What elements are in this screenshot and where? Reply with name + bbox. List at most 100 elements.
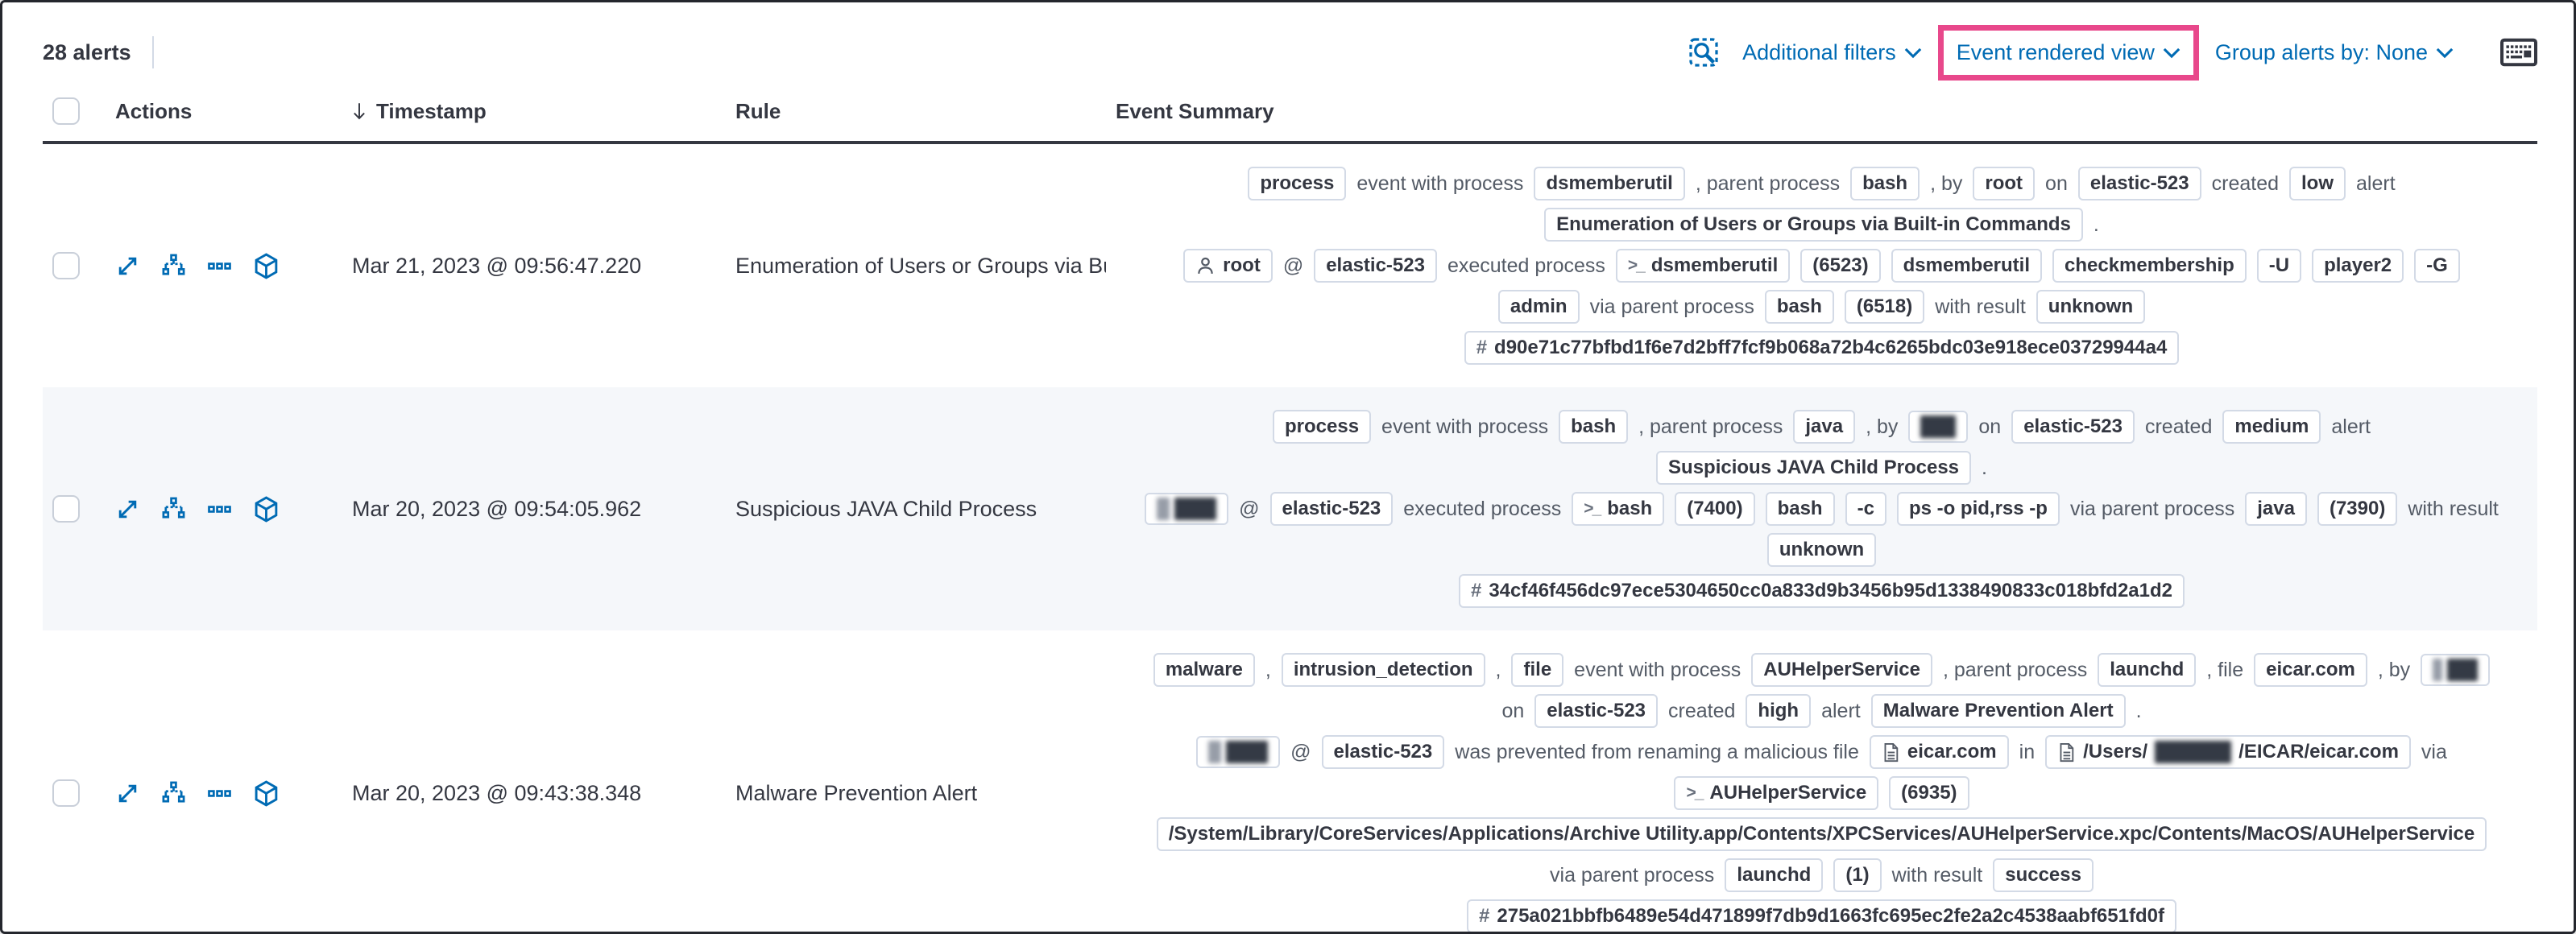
field-badge[interactable]: success	[1993, 858, 2094, 892]
summary-text: event with process	[1356, 172, 1524, 195]
event-summary-line: #34cf46f456dc97ece5304650cc0a833d9b3456b…	[1458, 574, 2185, 608]
field-badge[interactable]: admin	[1497, 290, 1580, 324]
row-checkbox[interactable]	[52, 252, 80, 279]
redacted-badge[interactable]	[1145, 493, 1229, 525]
field-badge[interactable]: elastic-523	[1534, 694, 1659, 728]
row-checkbox[interactable]	[52, 495, 80, 523]
field-badge[interactable]: AUHelperService	[1751, 653, 1932, 687]
field-badge[interactable]: (6935)	[1889, 776, 1969, 810]
field-badge[interactable]: elastic-523	[2011, 410, 2135, 444]
field-badge[interactable]: process	[1272, 410, 1372, 444]
field-badge[interactable]: #d90e71c77bfbd1f6e7d2bff7fcf9b068a72b4c6…	[1464, 331, 2180, 365]
visual-analyzer-icon[interactable]	[161, 781, 186, 806]
summary-text: on	[1501, 699, 1525, 722]
field-badge[interactable]: >_bash	[1572, 492, 1665, 526]
field-badge[interactable]: low	[2289, 167, 2346, 200]
field-badge[interactable]: high	[1746, 694, 1812, 728]
user-icon	[1195, 256, 1216, 276]
session-view-icon[interactable]	[253, 779, 280, 807]
summary-text: was prevented from renaming a malicious …	[1455, 740, 1859, 763]
field-badge[interactable]: Suspicious JAVA Child Process	[1656, 451, 1972, 485]
field-badge[interactable]: >_AUHelperService	[1674, 776, 1879, 810]
field-badge[interactable]: checkmembership	[2052, 249, 2247, 283]
summary-text: , by	[1866, 415, 1899, 438]
field-badge[interactable]: dsmemberutil	[1891, 249, 2042, 283]
event-summary-line: /System/Library/CoreServices/Application…	[1156, 817, 2487, 851]
more-actions-icon[interactable]	[207, 781, 232, 806]
field-badge[interactable]: bash	[1765, 492, 1835, 526]
field-badge[interactable]: Enumeration of Users or Groups via Built…	[1544, 208, 2083, 242]
field-badge[interactable]: #34cf46f456dc97ece5304650cc0a833d9b3456b…	[1458, 574, 2185, 608]
column-header-timestamp[interactable]: Timestamp	[341, 99, 719, 124]
field-badge[interactable]: unknown	[2036, 290, 2146, 324]
field-badge[interactable]: (1)	[1833, 858, 1882, 892]
field-badge[interactable]: bash	[1850, 167, 1920, 200]
field-badge[interactable]: file	[1511, 653, 1564, 687]
row-checkbox[interactable]	[52, 779, 80, 807]
redacted-badge[interactable]	[1196, 736, 1281, 768]
field-badge[interactable]: (7390)	[2317, 492, 2398, 526]
select-all-checkbox[interactable]	[52, 97, 80, 125]
field-badge[interactable]: elastic-523	[1269, 492, 1394, 526]
visual-analyzer-icon[interactable]	[161, 497, 186, 522]
field-badge[interactable]: eicar.com	[2254, 653, 2367, 687]
field-badge[interactable]: root	[1183, 249, 1273, 283]
badge-text-part: /Users/	[2083, 741, 2148, 762]
expand-alert-icon[interactable]	[115, 781, 140, 806]
field-badge[interactable]: elastic-523	[1314, 249, 1437, 283]
view-selector-button[interactable]: Event rendered view	[1957, 40, 2180, 65]
inspect-icon[interactable]	[1688, 36, 1720, 68]
summary-text: , parent process	[1942, 658, 2088, 681]
field-badge[interactable]: bash	[1764, 290, 1834, 324]
group-alerts-by-button[interactable]: Group alerts by: None	[2215, 40, 2454, 65]
field-badge[interactable]: player2	[2312, 249, 2404, 283]
summary-text: , file	[2206, 658, 2244, 681]
expand-alert-icon[interactable]	[115, 497, 140, 522]
field-badge[interactable]: /Users//EICAR/eicar.com	[2045, 735, 2411, 769]
field-badge[interactable]: root	[1973, 167, 2036, 200]
field-badge[interactable]: elastic-523	[2077, 167, 2201, 200]
redacted-block	[2433, 659, 2443, 681]
field-badge[interactable]: medium	[2222, 410, 2321, 444]
field-badge[interactable]: /System/Library/CoreServices/Application…	[1156, 817, 2487, 851]
field-badge[interactable]: >_dsmemberutil	[1615, 249, 1791, 283]
field-badge[interactable]: Malware Prevention Alert	[1870, 694, 2126, 728]
field-badge[interactable]: java	[1793, 410, 1856, 444]
field-badge[interactable]: (7400)	[1675, 492, 1755, 526]
additional-filters-label: Additional filters	[1742, 39, 1896, 64]
field-badge[interactable]: (6523)	[1800, 249, 1881, 283]
more-actions-icon[interactable]	[207, 497, 232, 522]
field-badge[interactable]: -U	[2256, 249, 2302, 283]
redacted-badge[interactable]	[1908, 411, 1969, 443]
field-badge[interactable]: ps -o pid,rss -p	[1896, 492, 2060, 526]
visual-analyzer-icon[interactable]	[161, 254, 186, 279]
field-badge[interactable]: unknown	[1766, 533, 1877, 567]
field-badge[interactable]: -c	[1845, 492, 1886, 526]
field-badge[interactable]: launchd	[1725, 858, 1824, 892]
session-view-icon[interactable]	[253, 252, 280, 279]
field-badge[interactable]: dsmemberutil	[1534, 167, 1685, 200]
expand-alert-icon[interactable]	[115, 254, 140, 279]
field-badge[interactable]: bash	[1559, 410, 1629, 444]
field-badge[interactable]: elastic-523	[1321, 735, 1445, 769]
keyboard-icon[interactable]	[2500, 38, 2537, 67]
field-badge[interactable]: process	[1248, 167, 1347, 200]
field-badge[interactable]: malware	[1153, 653, 1255, 687]
field-badge[interactable]: -G	[2414, 249, 2460, 283]
field-badge[interactable]: eicar.com	[1869, 735, 2009, 769]
field-badge[interactable]: intrusion_detection	[1281, 653, 1485, 687]
field-badge[interactable]: java	[2245, 492, 2307, 526]
redacted-badge[interactable]	[2421, 654, 2491, 686]
additional-filters-button[interactable]: Additional filters	[1742, 40, 1922, 65]
field-badge[interactable]: (6518)	[1844, 290, 1925, 324]
field-badge[interactable]: #275a021bbfb6489e54d471899f7db9d1663fc69…	[1467, 899, 2176, 932]
field-badge[interactable]: launchd	[2098, 653, 2197, 687]
more-actions-icon[interactable]	[207, 254, 232, 279]
session-view-icon[interactable]	[253, 495, 280, 523]
rule-cell: Malware Prevention Alert	[735, 780, 978, 805]
